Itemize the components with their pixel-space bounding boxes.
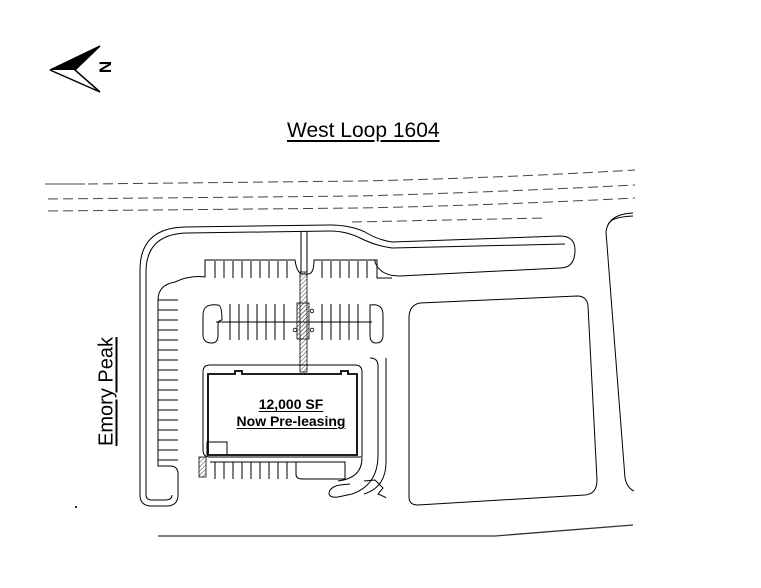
driveway-entrance: [300, 231, 308, 272]
pedestrian-walkway: [296, 271, 310, 373]
accessible-parking-icon: [292, 308, 315, 333]
highway-lanes: [45, 169, 636, 223]
building-label: 12,000 SF Now Pre-leasing: [212, 396, 370, 430]
building-status: Now Pre-leasing: [236, 413, 346, 429]
pad-site: [408, 295, 598, 506]
road-label-emory-peak: Emory Peak: [95, 337, 118, 446]
marker-dot: [75, 506, 77, 508]
road-label-west-loop: West Loop 1604: [287, 119, 440, 142]
building-footprint: [202, 364, 363, 458]
property-line: [158, 524, 634, 537]
right-road-edge: [605, 212, 635, 492]
north-arrow-icon: [49, 45, 101, 93]
north-label: N: [96, 60, 116, 74]
site-boundary: [139, 224, 576, 507]
parking-stalls-top: [214, 261, 368, 278]
parking-stalls-left: [157, 259, 392, 466]
hatched-patio: [198, 456, 207, 478]
building-area: 12,000 SF: [258, 396, 324, 412]
parking-stalls-bottom: [210, 461, 346, 480]
parking-stalls-middle: [202, 304, 384, 344]
drive-thru-lane: [328, 357, 387, 499]
